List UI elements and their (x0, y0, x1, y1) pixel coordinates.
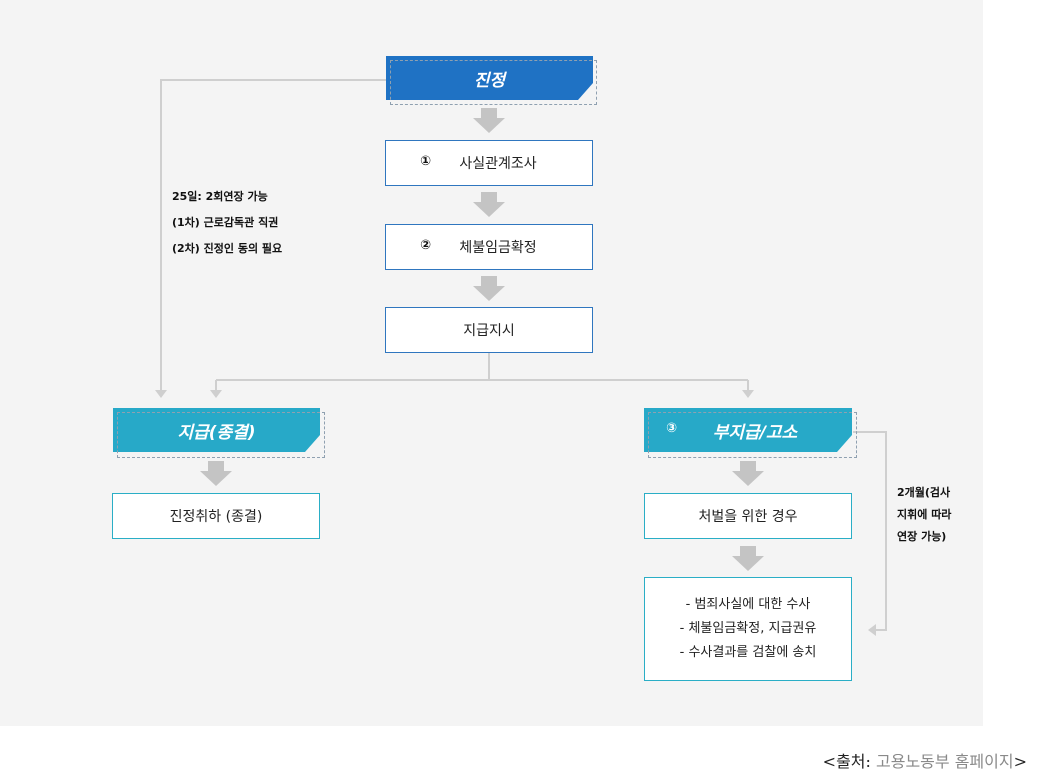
note-left-line-2: (1차) 근로감독관 직권 (172, 216, 279, 229)
right-bullet-2: - 체불임금확정, 지급권유 (679, 621, 817, 636)
banner-right-outline (648, 412, 857, 458)
banner-top: 진정 (386, 56, 593, 100)
right-bullet-1: - 범죄사실에 대한 수사 (685, 597, 811, 612)
left-result-label: 진정취하 (종결) (169, 509, 263, 525)
banner-right-shape (644, 408, 852, 452)
arrowhead-left-long (155, 390, 167, 398)
note-right-line-3: 연장 가능) (897, 530, 947, 543)
banner-right-title: 부지급/고소 (712, 422, 798, 443)
step-box-3: 지급지시 (385, 307, 593, 353)
source-prefix: <출처: (822, 752, 871, 771)
banner-left-shape (113, 408, 320, 452)
banner-left: 지급(종결) (113, 408, 320, 452)
step-2-label: 체불임금확정 (459, 240, 537, 256)
arrowhead-right-bracket (868, 624, 876, 636)
block-arrow-3 (473, 276, 505, 301)
left-result-box: 진정취하 (종결) (112, 493, 320, 539)
block-arrow-4 (200, 461, 232, 486)
banner-top-title: 진정 (473, 70, 506, 91)
step-1-label: 사실관계조사 (459, 156, 537, 172)
note-left: 25일: 2회연장 가능 (1차) 근로감독관 직권 (2차) 진정인 동의 필… (172, 184, 282, 262)
block-arrow-6 (732, 546, 764, 571)
connector-right-bracket (853, 431, 887, 631)
step-box-2: ② 체불임금확정 (385, 224, 593, 270)
block-arrow-5 (732, 461, 764, 486)
note-right-line-1: 2개월(검사 (897, 486, 951, 499)
block-arrow-2 (473, 192, 505, 217)
note-left-line-1: 25일: 2회연장 가능 (172, 190, 268, 203)
banner-right: ③ 부지급/고소 (644, 408, 852, 452)
step-3-label: 지급지시 (463, 323, 515, 339)
step-1-number: ① (420, 154, 432, 169)
note-left-line-3: (2차) 진정인 동의 필요 (172, 242, 283, 255)
right-bullet-3: - 수사결과를 검찰에 송치 (679, 645, 817, 660)
arrowhead-split-right (742, 390, 754, 398)
step-2-number: ② (420, 238, 432, 253)
connector-left-long (160, 79, 386, 390)
source-link[interactable]: 고용노동부 홈페이지 (876, 752, 1014, 771)
banner-top-shape (386, 56, 593, 100)
banner-left-title: 지급(종결) (177, 422, 256, 443)
source-suffix: > (1013, 752, 1027, 771)
step-box-1: ① 사실관계조사 (385, 140, 593, 186)
block-arrow-1 (473, 108, 505, 133)
arrowhead-split-left (210, 390, 222, 398)
banner-top-outline (390, 60, 597, 105)
right-step-label: 처벌을 위한 경우 (698, 509, 798, 525)
right-bullets-box: - 범죄사실에 대한 수사 - 체불임금확정, 지급권유 - 수사결과를 검찰에… (644, 577, 852, 681)
note-right-line-2: 지휘에 따라 (897, 508, 952, 521)
right-step-box: 처벌을 위한 경우 (644, 493, 852, 539)
banner-right-number: ③ (666, 421, 678, 436)
source-caption: <출처: 고용노동부 홈페이지> (823, 748, 1027, 772)
note-right: 2개월(검사 지휘에 따라 연장 가능) (897, 482, 951, 548)
banner-left-outline (117, 412, 325, 458)
